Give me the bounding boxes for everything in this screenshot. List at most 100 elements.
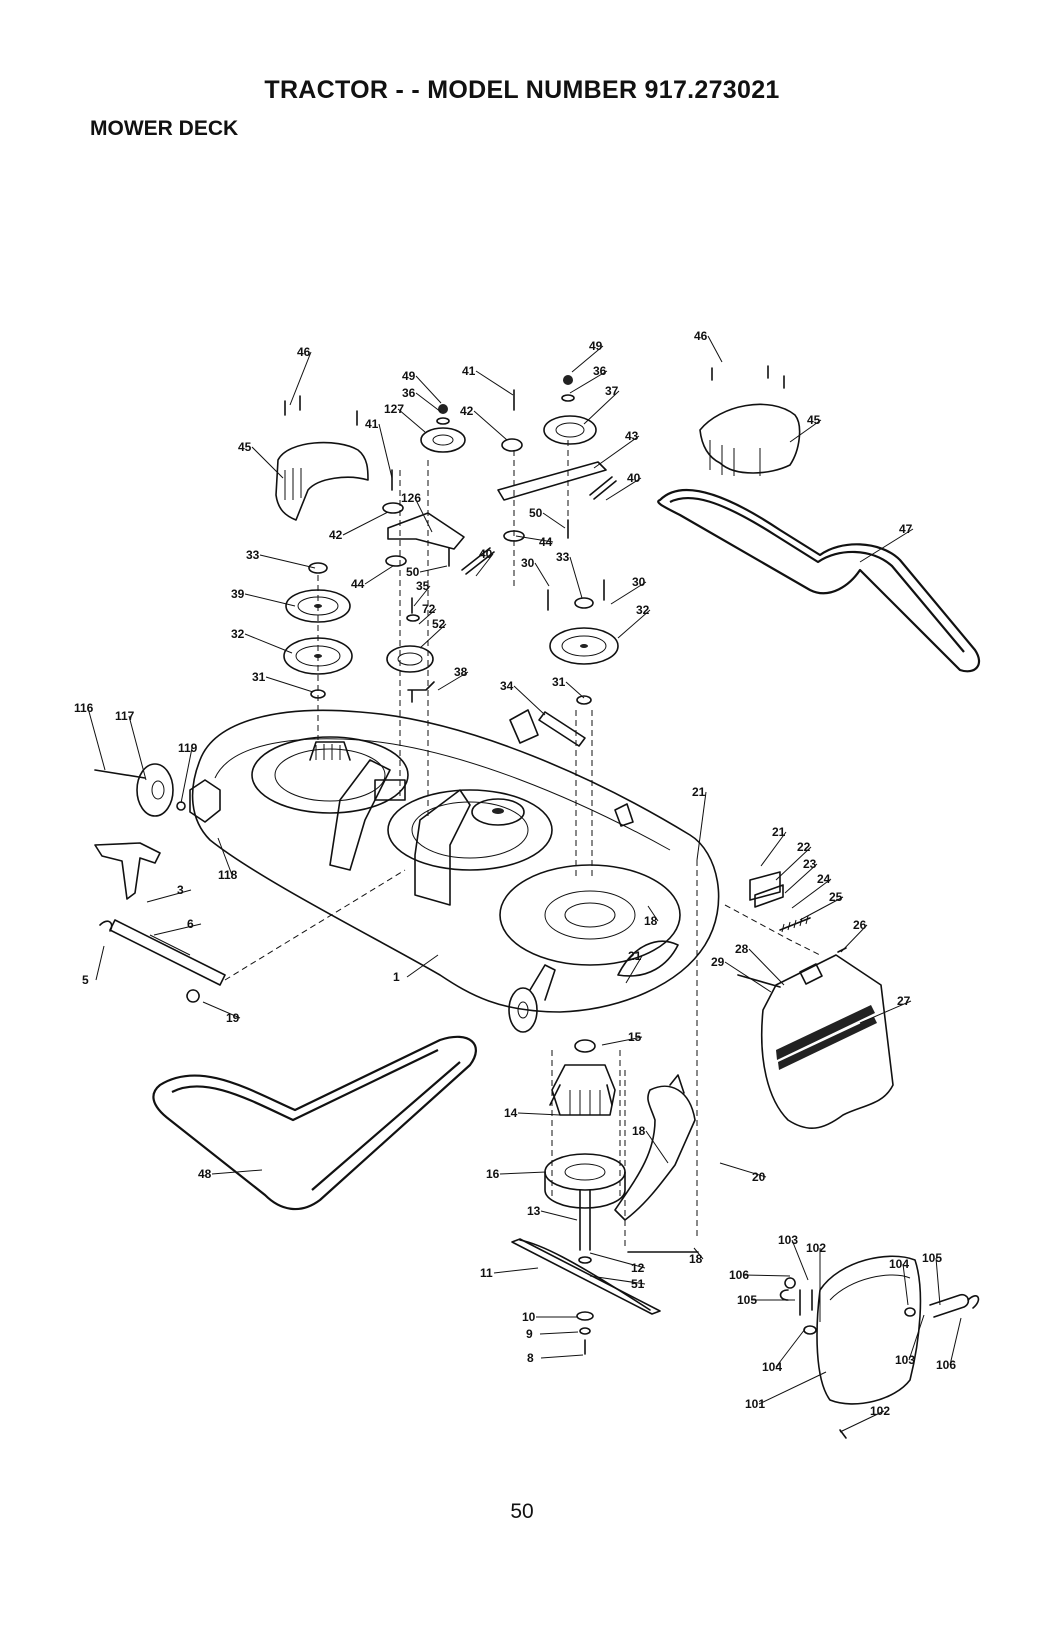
callout-leader-30 (534, 562, 550, 587)
callout-leader-50 (419, 565, 448, 573)
callout-label-26: 26 (853, 918, 867, 932)
callout-leader-103 (908, 1314, 925, 1361)
callout-leader-50 (542, 512, 566, 529)
callout-leader-8 (540, 1354, 584, 1359)
callout-label-5: 5 (82, 973, 89, 987)
callout-leader-33 (569, 556, 583, 599)
right-idler-assembly (497, 375, 617, 590)
belt-47-inner (669, 496, 965, 653)
callout-label-44: 44 (351, 577, 365, 591)
callout-label-51: 51 (631, 1277, 645, 1291)
page-number: 50 (510, 1500, 534, 1523)
callout-label-35: 35 (416, 579, 430, 593)
callout-leader-15 (601, 1036, 643, 1046)
callout-label-118: 118 (218, 868, 238, 882)
callout-label-27: 27 (897, 994, 911, 1008)
callout-leader-116 (87, 707, 106, 771)
callout-label-126: 126 (401, 491, 421, 505)
mower-deck-housing (191, 709, 720, 1033)
callout-leader-44 (364, 565, 394, 585)
callout-leader-106 (742, 1274, 791, 1277)
callout-leader-19 (202, 1001, 241, 1019)
callout-label-12: 12 (631, 1261, 645, 1275)
callout-label-105: 105 (737, 1293, 757, 1307)
callout-label-46: 46 (694, 329, 708, 343)
part-callouts: 4645493612741414249363743404645471264250… (74, 329, 962, 1433)
callout-leader-23 (784, 863, 818, 894)
callout-label-45: 45 (807, 413, 821, 427)
callout-label-42: 42 (460, 404, 474, 418)
callout-label-106: 106 (729, 1268, 749, 1282)
callout-label-9: 9 (526, 1327, 533, 1341)
callout-label-103: 103 (778, 1233, 798, 1247)
callout-leader-28 (748, 948, 785, 986)
callout-leader-16 (499, 1171, 547, 1175)
callout-label-24: 24 (817, 872, 831, 886)
callout-label-46: 46 (297, 345, 311, 359)
callout-label-18: 18 (632, 1124, 646, 1138)
callout-leader-5 (95, 945, 105, 981)
callout-label-48: 48 (198, 1167, 212, 1181)
callout-leader-48 (211, 1169, 263, 1175)
callout-leader-46 (289, 351, 312, 406)
callout-label-1: 1 (393, 970, 400, 984)
left-belt-cover (275, 395, 369, 521)
callout-leader-33 (259, 554, 316, 569)
callout-leader-51 (589, 1275, 646, 1285)
callout-leader-104 (902, 1263, 909, 1306)
callout-leader-3 (146, 889, 192, 903)
callout-leader-38 (437, 671, 469, 691)
callout-label-33: 33 (246, 548, 260, 562)
callout-leader-36 (569, 370, 608, 394)
callout-leader-37 (583, 390, 620, 425)
callout-label-18: 18 (689, 1252, 703, 1266)
callout-label-32: 32 (231, 627, 245, 641)
callout-leader-39 (244, 593, 296, 607)
callout-label-103: 103 (895, 1353, 915, 1367)
callout-label-50: 50 (406, 565, 420, 579)
callout-leader-118 (217, 837, 233, 876)
belt-48 (152, 1035, 477, 1211)
callout-leader-9 (539, 1331, 579, 1335)
callout-leader-21 (625, 955, 643, 984)
callout-leader-31 (565, 681, 585, 699)
callout-leader-18 (693, 1247, 704, 1260)
callout-leader-36 (415, 392, 442, 413)
callout-leader-49 (571, 345, 604, 373)
callout-label-49: 49 (402, 369, 416, 383)
spindle-assembly (511, 1039, 661, 1355)
callout-leader-6 (153, 923, 202, 936)
callout-label-105: 105 (922, 1251, 942, 1265)
callout-leader-40 (475, 553, 494, 577)
callout-leader-102 (839, 1410, 885, 1433)
callout-label-106: 106 (936, 1358, 956, 1372)
callout-label-14: 14 (504, 1106, 518, 1120)
callout-leader-24 (791, 878, 832, 909)
callout-leader-119 (180, 747, 193, 804)
callout-leader-31 (265, 676, 314, 693)
callout-label-119: 119 (178, 741, 198, 755)
callout-leader-45 (789, 419, 822, 443)
right-belt-cover (699, 365, 801, 476)
callout-leader-1 (406, 954, 439, 978)
page-title: TRACTOR - - MODEL NUMBER 917.273021 (264, 76, 780, 104)
callout-label-30: 30 (521, 556, 535, 570)
callout-leader-29 (724, 961, 772, 993)
callout-leader-105 (935, 1257, 941, 1306)
callout-leader-126 (414, 497, 433, 533)
callout-label-44: 44 (539, 535, 553, 549)
callout-leader-34 (513, 685, 546, 716)
callout-leader-22 (775, 846, 812, 881)
callout-label-49: 49 (589, 339, 603, 353)
callout-label-20: 20 (752, 1170, 766, 1184)
gauge-wheel-assembly (94, 763, 221, 823)
callout-label-72: 72 (422, 602, 436, 616)
left-pulley-stack (283, 562, 353, 740)
callout-leader-45 (251, 446, 284, 479)
callout-label-45: 45 (238, 440, 252, 454)
callout-leader-46 (707, 335, 723, 363)
callout-label-41: 41 (462, 364, 476, 378)
callout-leader-25 (799, 896, 844, 921)
callout-leader-32 (244, 633, 293, 654)
callout-label-25: 25 (829, 890, 843, 904)
